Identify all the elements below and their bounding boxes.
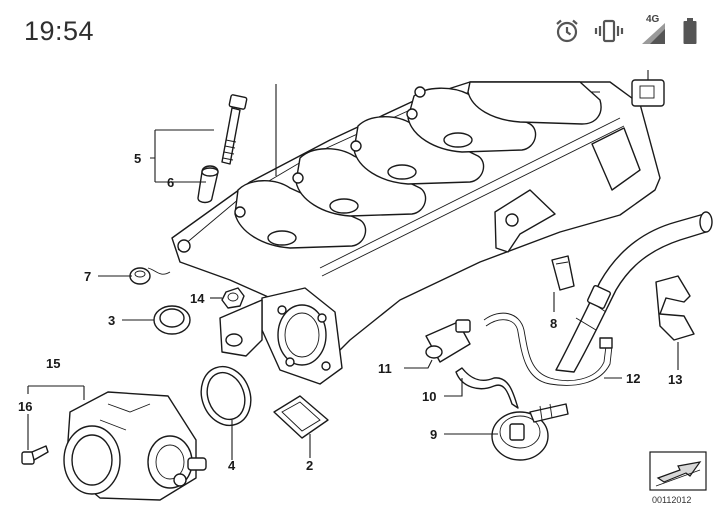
vacuum-hose xyxy=(555,211,713,373)
hose-part-10 xyxy=(455,367,519,409)
seal-ring-part-3 xyxy=(153,305,191,335)
manifold-throttle-flange xyxy=(261,287,343,385)
pressure-sensor xyxy=(631,70,665,107)
grommet-part-7 xyxy=(129,267,171,285)
clip-part-8 xyxy=(551,255,575,291)
callout-16: 16 xyxy=(18,399,32,414)
network-indicator: 4G xyxy=(638,14,668,45)
runner-4 xyxy=(407,87,537,153)
callout-13: 13 xyxy=(668,372,682,387)
callout-4: 4 xyxy=(228,458,236,473)
battery-icon xyxy=(683,18,697,44)
callout-6: 6 xyxy=(167,175,174,190)
parts-diagram: 5 6 7 3 14 15 16 4 2 11 10 9 8 12 13 001… xyxy=(0,68,720,510)
hose-clamp-part-13 xyxy=(655,275,695,341)
hose-part-12 xyxy=(483,312,613,386)
intake-manifold xyxy=(171,70,665,385)
alarm-icon xyxy=(556,19,578,43)
vibrate-icon xyxy=(594,19,624,43)
callout-labels: 5 6 7 3 14 15 16 4 2 11 10 9 8 12 13 001… xyxy=(18,151,691,505)
leader-lines xyxy=(27,84,679,460)
solenoid-valve-part-11 xyxy=(425,319,471,363)
callout-12: 12 xyxy=(626,371,640,386)
callout-15: 15 xyxy=(46,356,60,371)
document-id: 00112012 xyxy=(652,495,691,505)
runner-2 xyxy=(295,148,427,217)
network-type-label: 4G xyxy=(646,14,660,25)
flange-bolts xyxy=(177,86,426,253)
callout-3: 3 xyxy=(108,313,115,328)
status-bar: 19:54 4G xyxy=(0,0,720,68)
nut-part-14 xyxy=(221,287,245,309)
actuator-part-9 xyxy=(491,403,569,461)
direction-arrow-icon xyxy=(649,451,707,491)
callout-14: 14 xyxy=(190,291,205,306)
callout-2: 2 xyxy=(306,458,313,473)
callout-7: 7 xyxy=(84,269,91,284)
status-clock: 19:54 xyxy=(24,16,95,46)
rect-seal-part-2 xyxy=(273,395,329,439)
runner-1 xyxy=(234,180,367,249)
intake-manifold-exploded-view: 5 6 7 3 14 15 16 4 2 11 10 9 8 12 13 001… xyxy=(18,70,713,505)
gasket-ring-part-4 xyxy=(200,365,252,427)
bolt-part-5 xyxy=(221,94,248,165)
callout-9: 9 xyxy=(430,427,437,442)
callout-10: 10 xyxy=(422,389,436,404)
status-icons: 4G xyxy=(554,14,698,48)
signal-icon xyxy=(642,23,665,44)
throttle-body-part-15 xyxy=(63,391,207,501)
runner-3 xyxy=(353,116,485,185)
callout-11: 11 xyxy=(378,361,392,376)
sleeve-part-6 xyxy=(197,165,219,204)
callout-8: 8 xyxy=(550,316,557,331)
screw-part-16 xyxy=(21,445,49,465)
callout-5: 5 xyxy=(134,151,141,166)
runner-5 xyxy=(467,81,602,125)
